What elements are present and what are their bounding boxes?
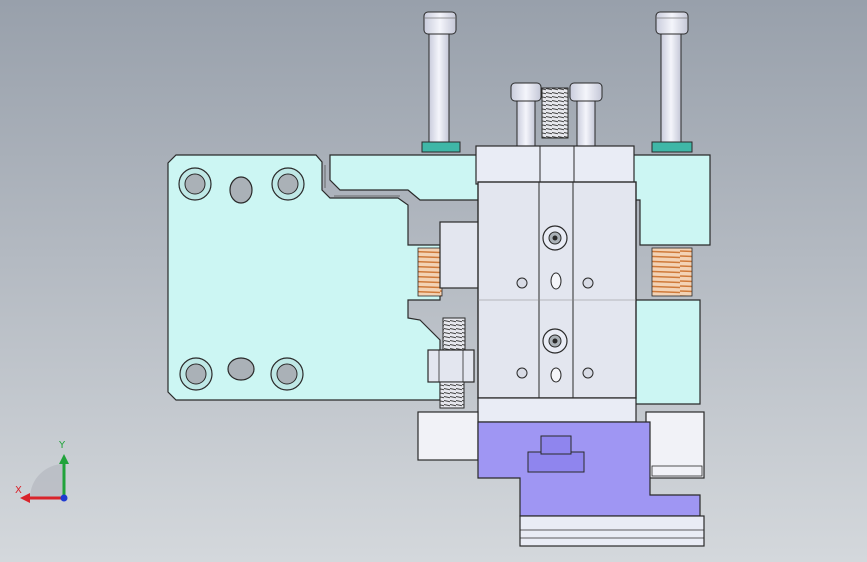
plate-hole-bottom-left [179, 357, 213, 391]
slide-hole-d [582, 367, 594, 379]
slide-hole-b [582, 277, 594, 289]
slide-body[interactable] [477, 181, 637, 399]
spring-left [417, 247, 443, 297]
lower-bar [477, 397, 637, 423]
triad-y-label: Y [59, 440, 66, 451]
plate-hole-top-left [178, 167, 212, 201]
long-bolt-right[interactable] [651, 11, 693, 153]
plate-hole-bottom-right [270, 357, 304, 391]
gripper-base-strip [519, 515, 705, 547]
triad-x-arrow [20, 493, 30, 503]
base-plate-right-block [634, 299, 701, 405]
slide-slot-mid [550, 272, 562, 290]
slide-hole-c [516, 367, 528, 379]
side-block-left[interactable] [417, 411, 479, 461]
slide-hole-a [516, 277, 528, 289]
clamp-block-left[interactable] [439, 221, 481, 289]
spring-right [651, 247, 693, 297]
slide-screw-upper [542, 225, 568, 251]
base-plate[interactable] [167, 154, 441, 401]
adjust-screw[interactable] [427, 317, 475, 409]
coordinate-triad: Y X [10, 440, 80, 510]
triad-z-origin [60, 494, 68, 502]
short-bolt-left[interactable] [510, 82, 542, 148]
long-bolt-left[interactable] [421, 11, 461, 153]
gripper-key [527, 451, 585, 473]
slide-top-cap[interactable] [475, 145, 635, 185]
slide-screw-lower [542, 328, 568, 354]
triad-x-label: X [15, 485, 22, 496]
triad-y-arrow [59, 454, 69, 464]
triad-plane [30, 464, 64, 498]
plate-slot-bottom [227, 357, 255, 381]
threaded-rod-top[interactable] [541, 87, 569, 139]
plate-slot-top [229, 176, 253, 204]
gripper-key-top [540, 435, 572, 455]
slide-slot-low [550, 367, 562, 383]
short-bolt-right[interactable] [569, 82, 603, 148]
plate-hole-top-right [271, 167, 305, 201]
